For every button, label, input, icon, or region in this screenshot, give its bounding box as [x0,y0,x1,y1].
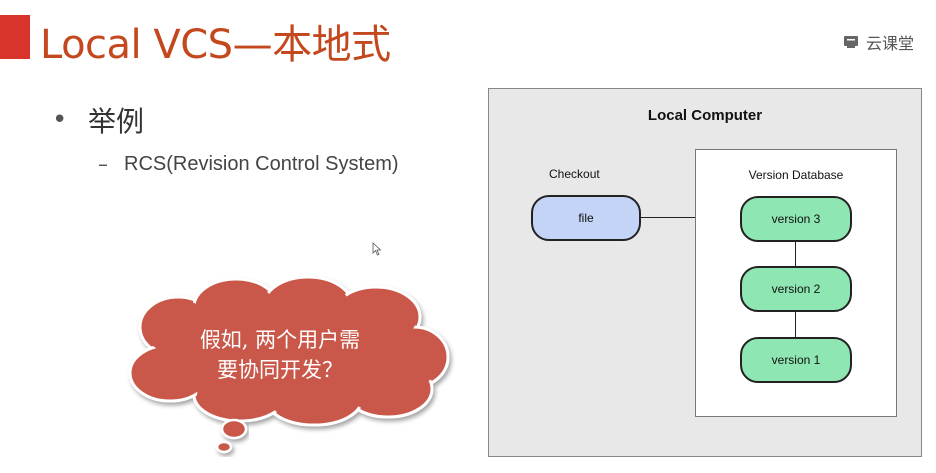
thought-cloud-text: 假如, 两个用户需 要协同开发？ [180,325,380,385]
bullet-text: 举例 [88,105,145,138]
slide-title: Local VCS—本地式 [40,22,391,68]
title-accent-bar [0,15,30,59]
version-1-node: version 1 [740,337,852,383]
thought-cloud [128,277,450,454]
brand-logo: 云课堂 [842,30,914,54]
bullet-dot: • [52,105,68,135]
version-connector [795,242,796,266]
version-database-box: Version Database version 3 version 2 ver… [695,149,897,417]
local-vcs-diagram: Local Computer Checkout file Version Dat… [488,88,922,457]
version-connector [795,312,796,337]
version-database-label: Version Database [748,168,844,182]
dash-marker: – [98,152,108,176]
cloud-text-line-2: 要协同开发？ [217,358,343,382]
bullet-item: • 举例 [52,100,144,140]
sub-bullet-item: – RCS(Revision Control System) [98,152,399,176]
mouse-cursor-icon [372,242,382,256]
diagram-title: Local Computer [647,107,763,124]
file-node: file [531,195,641,241]
cloud-classroom-icon [843,36,858,48]
file-connector [641,217,739,218]
version-2-node: version 2 [740,266,852,312]
sub-bullet-text: RCS(Revision Control System) [124,152,399,175]
brand-text: 云课堂 [865,34,914,53]
checkout-label: Checkout [549,167,600,181]
version-3-node: version 3 [740,196,852,242]
cloud-text-line-1: 假如, 两个用户需 [199,328,361,352]
